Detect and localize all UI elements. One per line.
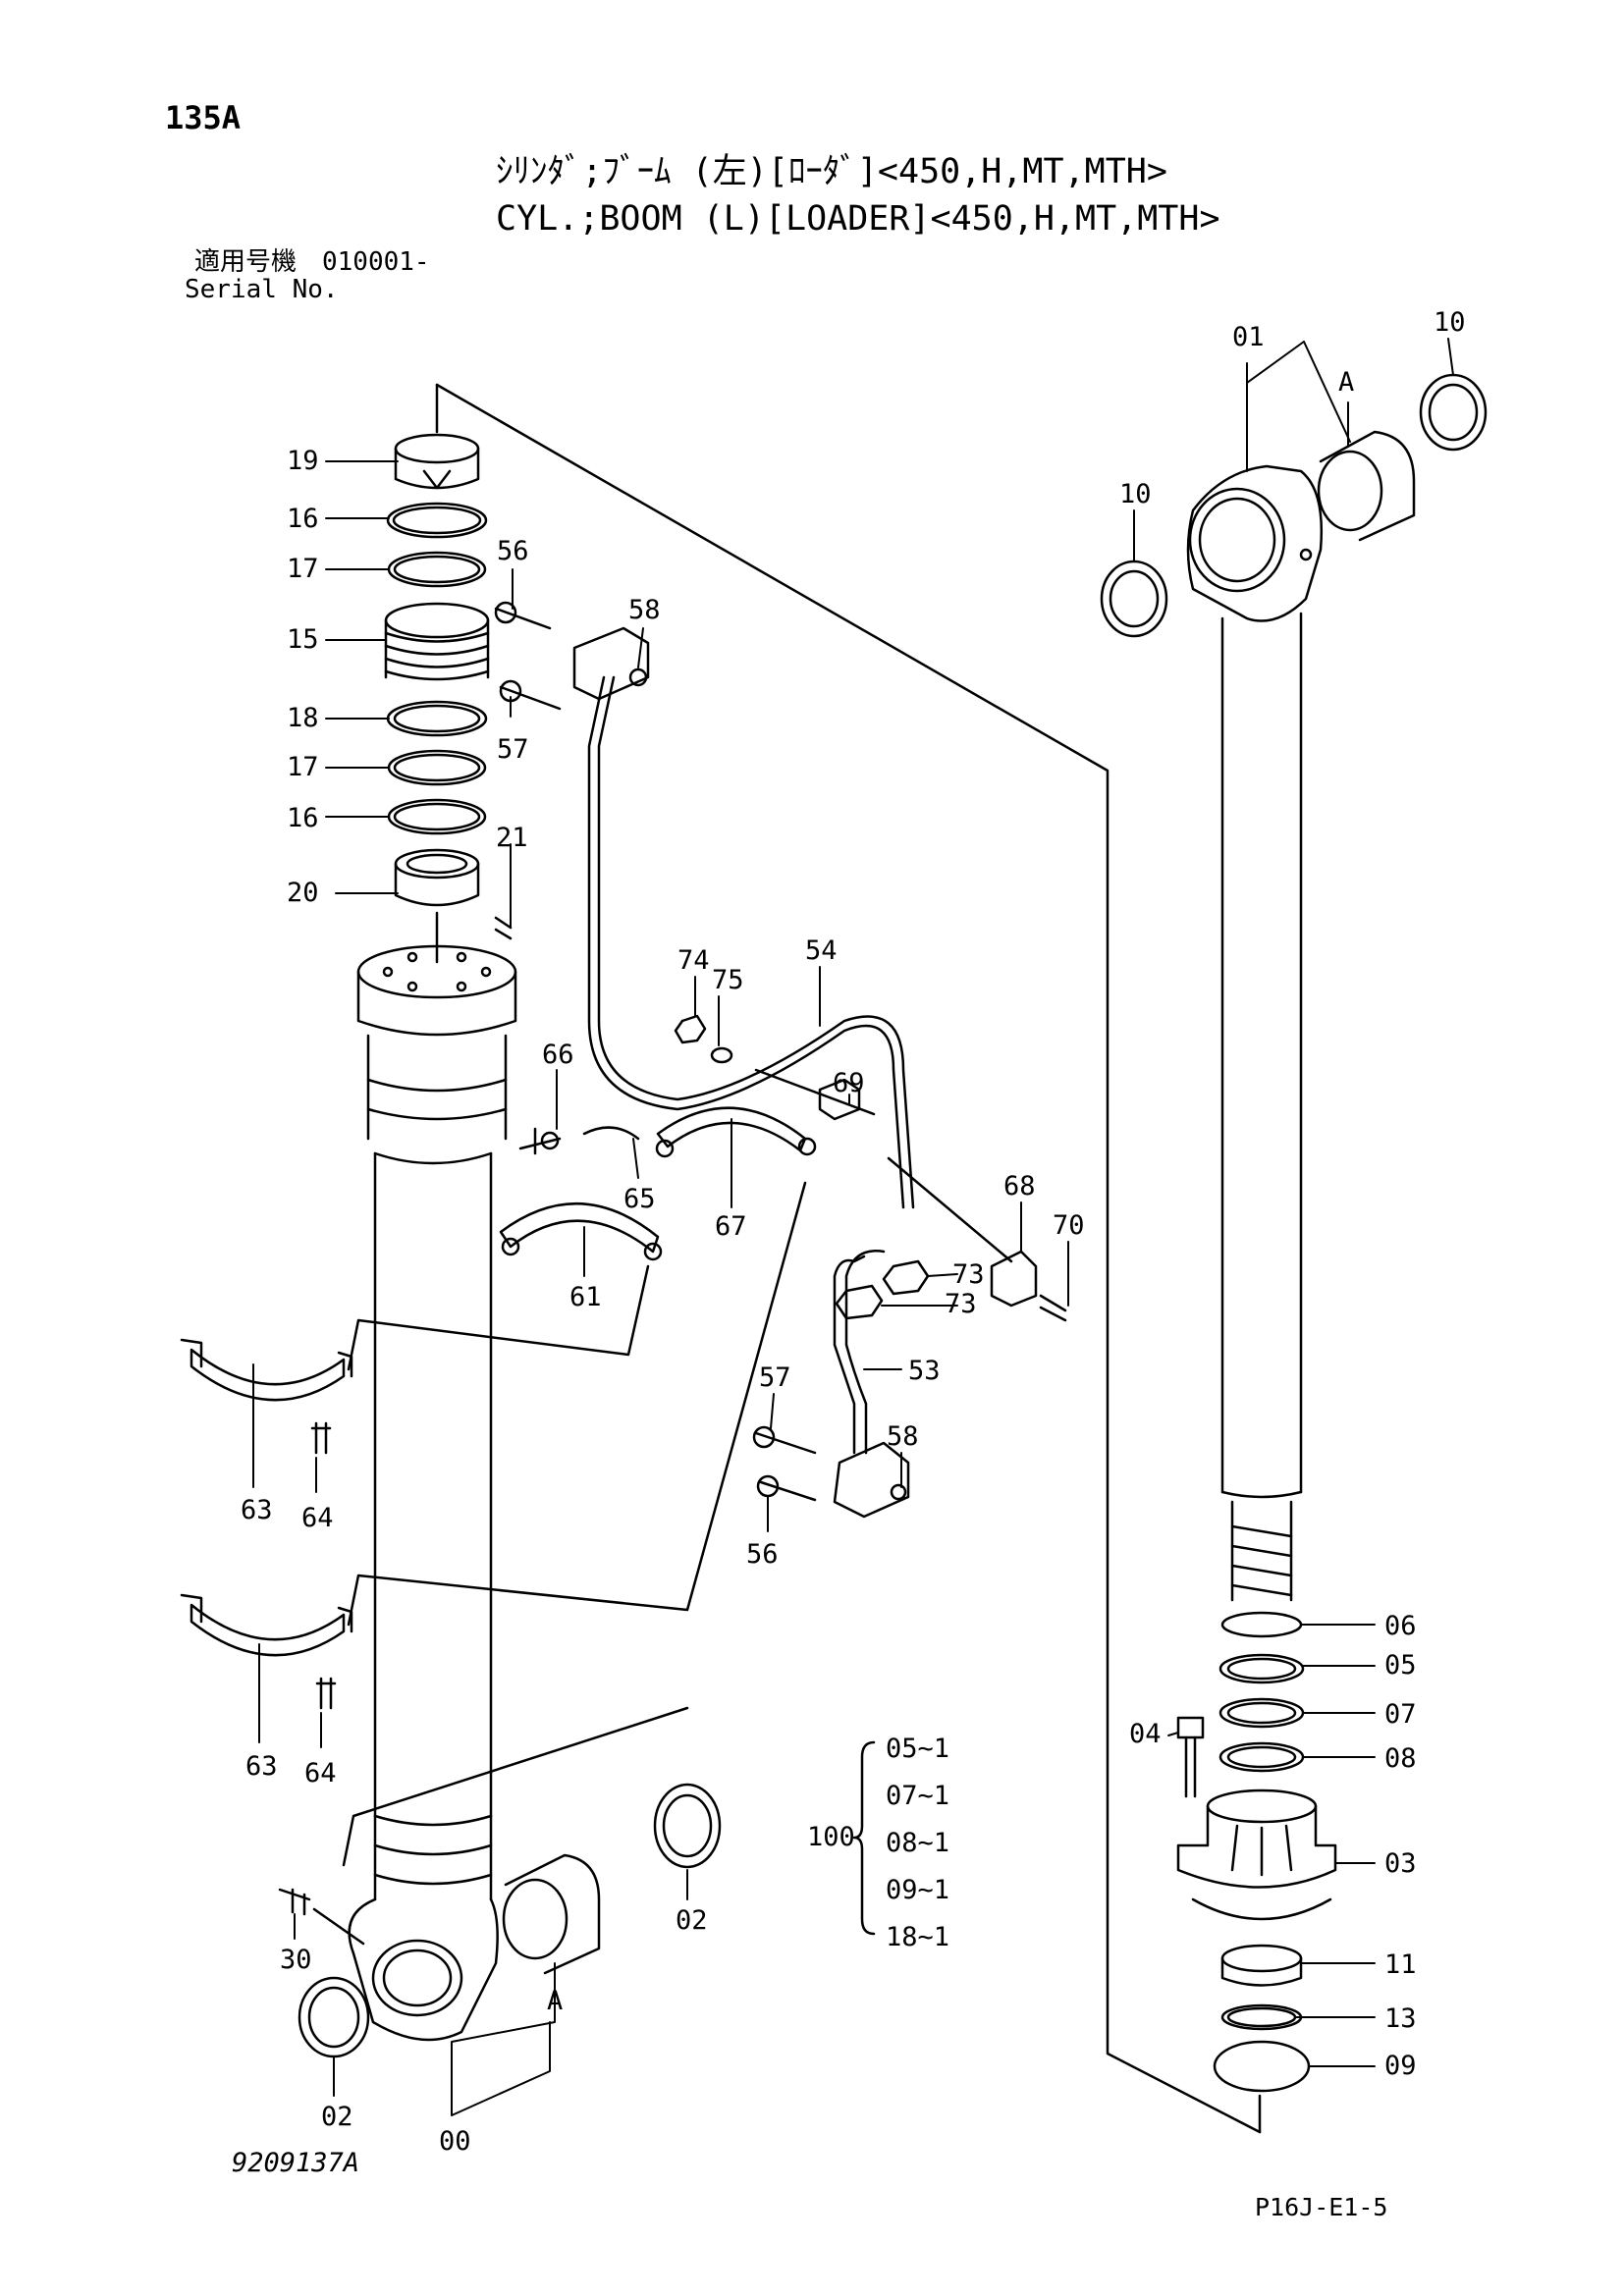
leader-lines xyxy=(252,338,1454,2116)
callout-74: 74 xyxy=(677,945,710,976)
kit-item: 08~1 xyxy=(886,1828,949,1858)
cylinder-tube xyxy=(348,944,517,2042)
kit-item: 07~1 xyxy=(886,1781,949,1811)
callout-02: 02 xyxy=(321,2102,353,2132)
callout-73: 73 xyxy=(945,1289,977,1319)
callout-57: 57 xyxy=(497,734,529,765)
callout-21: 21 xyxy=(496,823,528,853)
callout-56: 56 xyxy=(746,1539,779,1570)
callout-15: 15 xyxy=(287,624,319,655)
callout-70: 70 xyxy=(1053,1210,1085,1241)
kit-item: 09~1 xyxy=(886,1875,949,1905)
callout-18: 18 xyxy=(287,703,319,733)
callout-04: 04 xyxy=(1129,1719,1162,1749)
callout-63: 63 xyxy=(245,1751,278,1782)
hydraulic-pipes xyxy=(494,601,930,1519)
callout-A: A xyxy=(1338,367,1354,398)
callout-09: 09 xyxy=(1384,2051,1417,2081)
callout-61: 61 xyxy=(569,1282,602,1312)
kit-number: 100 xyxy=(807,1822,855,1852)
callout-10: 10 xyxy=(1119,479,1152,509)
callout-58: 58 xyxy=(628,595,661,625)
title-english: CYL.;BOOM (L)[LOADER]<450,H,MT,MTH> xyxy=(496,199,1220,239)
kit-item: 18~1 xyxy=(886,1922,949,1952)
clevis-bushings xyxy=(278,1783,722,2058)
title-japanese: ｼﾘﾝﾀﾞ;ﾌﾞｰﾑ (左)[ﾛｰﾀﾞ]<450,H,MT,MTH> xyxy=(496,152,1167,191)
callout-labels: 19 16 17 15 18 17 16 20 21 56 58 57 74 7… xyxy=(241,307,1466,2157)
piston-rod-assembly xyxy=(1100,373,1488,2093)
callout-57: 57 xyxy=(759,1362,791,1393)
callout-A: A xyxy=(547,1986,563,2016)
clamp-bands xyxy=(180,1338,353,1710)
projection-frame xyxy=(435,383,1262,2134)
callout-56: 56 xyxy=(497,536,529,566)
callout-16: 16 xyxy=(287,803,319,833)
callout-67: 67 xyxy=(715,1211,747,1242)
callout-13: 13 xyxy=(1384,2003,1417,2034)
callout-68: 68 xyxy=(1003,1171,1036,1201)
callout-53: 53 xyxy=(908,1356,941,1386)
callout-11: 11 xyxy=(1384,1949,1417,1980)
callout-69: 69 xyxy=(833,1068,865,1098)
callout-65: 65 xyxy=(623,1184,656,1214)
callout-17: 17 xyxy=(287,752,319,782)
callout-64: 64 xyxy=(304,1758,337,1789)
callout-00: 00 xyxy=(439,2126,471,2157)
callout-03: 03 xyxy=(1384,1848,1417,1879)
callout-64: 64 xyxy=(301,1503,334,1533)
serial-label-japanese: 適用号機 010001- xyxy=(194,247,430,277)
callout-54: 54 xyxy=(805,935,838,966)
callout-75: 75 xyxy=(712,965,744,995)
callout-07: 07 xyxy=(1384,1699,1417,1730)
serial-label-english: Serial No. xyxy=(185,275,339,304)
callout-17: 17 xyxy=(287,554,319,584)
callout-58: 58 xyxy=(887,1421,919,1452)
piston-parts-stack xyxy=(384,433,513,964)
page-number: 135A xyxy=(165,99,242,136)
callout-08: 08 xyxy=(1384,1743,1417,1774)
callout-19: 19 xyxy=(287,446,319,476)
callout-73: 73 xyxy=(952,1259,985,1290)
callout-66: 66 xyxy=(542,1040,574,1070)
callout-05: 05 xyxy=(1384,1650,1417,1681)
page-code: P16J-E1-5 xyxy=(1255,2193,1388,2221)
callout-06: 06 xyxy=(1384,1611,1417,1641)
callout-30: 30 xyxy=(280,1945,312,1975)
callout-01: 01 xyxy=(1232,322,1265,352)
callout-63: 63 xyxy=(241,1495,273,1525)
pipe-clamps xyxy=(499,1068,1067,1322)
clamp-guide-lines xyxy=(342,1181,807,1867)
kit-brace xyxy=(852,1740,876,1936)
seal-kit-list: 100 05~1 07~1 08~1 09~1 18~1 xyxy=(807,1734,949,1952)
kit-item: 05~1 xyxy=(886,1734,949,1764)
callout-02: 02 xyxy=(676,1905,708,1936)
callout-10: 10 xyxy=(1434,307,1466,338)
drawing-number: 9209137A xyxy=(232,2148,360,2178)
callout-20: 20 xyxy=(287,878,319,908)
callout-16: 16 xyxy=(287,504,319,534)
